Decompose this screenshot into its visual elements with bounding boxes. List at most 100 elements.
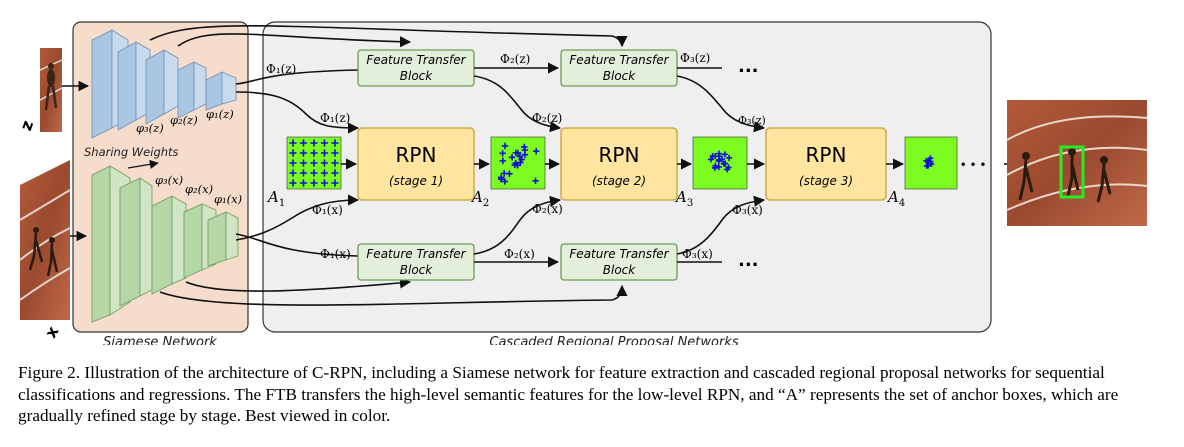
anchor-mark [289,139,297,147]
anchor-mark [320,169,329,177]
anchor-mark [707,156,714,163]
rpn-stage-2-title: RPN [599,143,640,167]
anchor-set-a1 [286,136,342,190]
rpn-stage-1-title: RPN [396,143,437,167]
feature-route-lines [149,25,628,306]
anchor-mark [532,177,539,185]
Phi3z-top-label: Φ₃(z) [680,51,710,65]
output-continuation-dots: • • • [960,160,986,171]
search-branch-layers [91,165,239,323]
anchor-mark [501,178,509,185]
anchor-mark [725,164,732,171]
anchor-mark [310,159,318,167]
rpn-stage-3-subtitle: (stage 3) [799,174,853,188]
anchor-mark [721,151,728,158]
bottom-continuation-dots: ... [738,250,759,271]
anchor-mark [310,139,318,147]
phi1z-label: φ₁(z) [206,107,234,121]
anchor-mark [521,151,529,158]
anchor-mark [320,159,329,167]
anchor-mark [310,169,318,177]
phi2x-label: φ₂(x) [185,182,213,196]
anchor-mark [289,149,297,157]
ftb-top-2-line2: Block [603,69,637,83]
rpn-stage-1: RPN (stage 1) [357,127,475,201]
sharing-weights-label: Sharing Weights [84,145,179,159]
anchor-mark [299,159,308,167]
anchor-mark [508,154,516,161]
ftb-top-2-line1: Feature Transfer [569,53,669,67]
tracking-result-image [1006,100,1148,226]
Phi2z-top-label: Φ₂(z) [500,52,530,66]
anchor-label-a1: A1 [266,188,285,209]
anchor-mark [517,159,524,166]
anchor-label-a2: A2 [470,188,489,209]
Phi1z-rpn-label: Φ₁(z) [320,111,350,125]
anchor-mark [310,179,318,187]
Phi2x-rpn-label: Φ₂(x) [532,202,563,216]
siamese-network-label: Siamese Network [103,335,217,345]
rpn-stage-3-title: RPN [806,143,847,167]
anchor-mark [331,149,339,157]
ftb-connector-lines [473,62,766,268]
anchor-set-a3 [692,136,748,190]
architecture-diagram: z x Sharing Weights φ₃(z) φ₂(z) φ₁(z) φ₃… [16,21,1148,345]
anchor-mark [511,161,518,169]
ftb-top-2: Feature Transfer Block [560,49,678,87]
Phi2x-bottom-label: Φ₂(x) [504,247,535,261]
anchor-mark [923,163,930,169]
phi1x-label: φ₁(x) [214,192,242,206]
ftb-top-1-line1: Feature Transfer [366,53,466,67]
anchor-mark [310,149,318,157]
anchor-mark [533,147,540,155]
Phi3x-rpn-label: Φ₃(x) [732,203,763,217]
ftb-bottom-1: Feature Transfer Block [357,243,475,281]
tracked-bounding-box [1059,145,1085,199]
anchor-label-a4: A4 [886,188,905,209]
anchor-mark [289,179,297,187]
anchor-mark [501,142,509,150]
ftb-bottom-2: Feature Transfer Block [560,243,678,281]
anchor-mark [289,169,297,177]
anchor-mark [331,139,339,147]
anchor-mark [320,179,329,187]
Phi2z-rpn-label: Φ₂(z) [532,111,562,125]
phi2z-label: φ₂(z) [170,113,198,127]
Phi1x-bottom-label: Φ₁(x) [320,247,351,261]
anchor-mark [499,150,506,157]
ftb-top-1: Feature Transfer Block [357,49,475,87]
ftb-bottom-2-line1: Feature Transfer [569,247,669,261]
anchor-mark [299,169,308,177]
sharing-weights-arrow [127,159,159,169]
anchor-mark [512,149,520,157]
anchor-mark [712,153,719,160]
Phi3z-rpn-label: Φ₃(z) [738,114,766,127]
anchor-mark [499,157,507,165]
template-branch-layers [91,29,237,139]
template-image-z [39,48,63,132]
anchor-mark [927,158,934,165]
anchor-mark [715,164,722,171]
anchor-mark [289,159,297,167]
rpn-stage-1-subtitle: (stage 1) [389,174,443,188]
anchor-mark [320,149,329,157]
Phi3x-bottom-label: Φ₃(x) [682,247,713,261]
anchor-set-a2 [490,136,546,190]
anchor-mark [320,139,329,147]
figure-caption: Figure 2. Illustration of the architectu… [18,363,1119,425]
Phi1x-rpn-label: Φ₁(x) [312,203,343,217]
anchor-mark [331,159,339,167]
rpn-stage-2-subtitle: (stage 2) [592,174,646,188]
ftb-bottom-1-line1: Feature Transfer [366,247,466,261]
anchor-set-a4 [904,136,958,190]
anchor-mark [726,154,733,161]
phi3z-label: φ₃(z) [136,121,164,135]
anchor-label-a3: A3 [674,188,693,209]
search-image-x [19,160,71,320]
anchor-mark [516,153,524,160]
rpn-stage-2: RPN (stage 2) [560,127,678,201]
anchor-mark [299,179,308,187]
anchor-mark [299,139,308,147]
anchor-mark [721,160,728,167]
ftb-bottom-2-line2: Block [603,263,637,277]
